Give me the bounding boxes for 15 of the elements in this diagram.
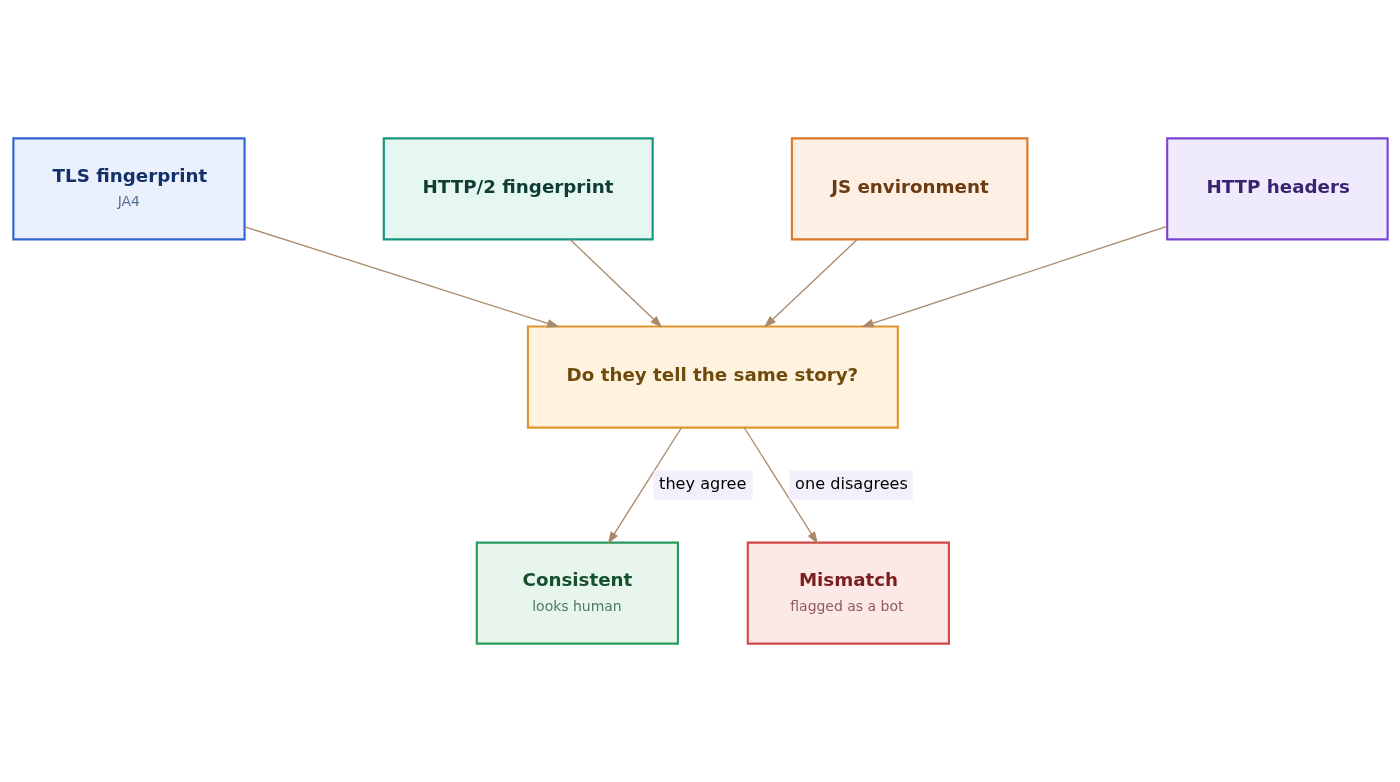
arrow [743, 427, 818, 544]
arrow [763, 239, 858, 328]
edge-label: one disagrees [794, 474, 908, 494]
node-box: JS environment [790, 137, 1028, 241]
arrow [607, 427, 682, 544]
arrow [243, 226, 559, 328]
node-box: Consistent looks human [475, 541, 679, 645]
arrow [860, 225, 1168, 328]
node-box: TLS fingerprint JA4 [11, 137, 246, 241]
node-box: Mismatch flagged as a bot [746, 541, 950, 645]
node-box: HTTP headers [1165, 137, 1389, 241]
edge-label: they agree [658, 474, 746, 494]
node-box: HTTP/2 fingerprint [382, 137, 654, 241]
node-box: Do they tell the same story? [526, 325, 899, 429]
arrow [569, 239, 662, 328]
